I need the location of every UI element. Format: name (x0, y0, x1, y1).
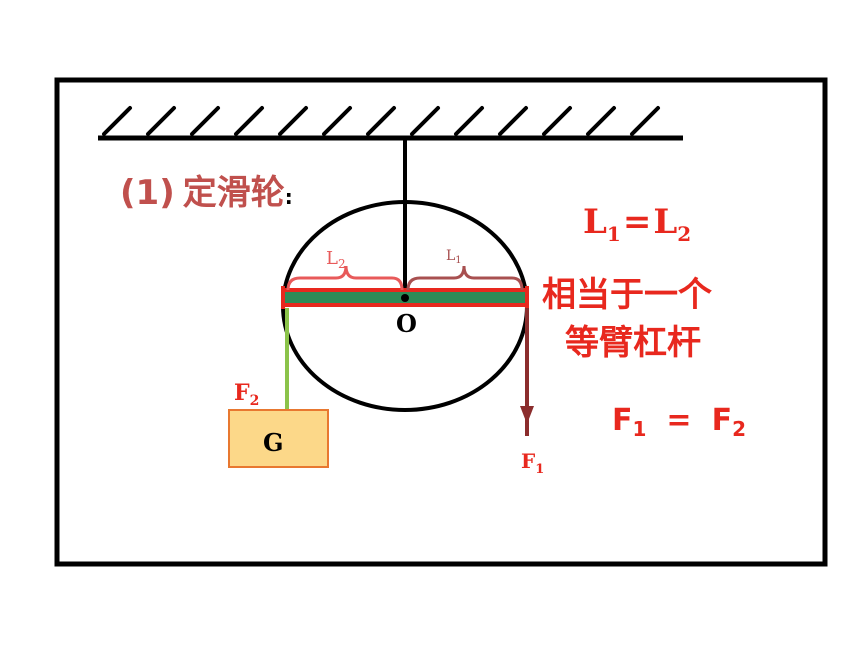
arm-left-brace (286, 265, 404, 291)
pivot-point (401, 294, 409, 302)
title: (1)定滑轮: (120, 173, 293, 213)
arms-equation: L1=L2 (583, 202, 691, 246)
frame-border (54, 77, 828, 567)
forces-equation: F1=F2 (612, 403, 746, 441)
pivot-label: O (396, 309, 417, 338)
force-right-arrowhead (520, 406, 534, 424)
force-right-label: F1 (521, 449, 544, 477)
title-main: 定滑轮 (183, 173, 285, 213)
conclusion-line2: 等臂杠杆 (565, 323, 701, 363)
weight-box (228, 409, 329, 468)
force-left-label: F2 (234, 380, 259, 409)
title-prefix: (1) (120, 173, 175, 213)
title-suffix: : (285, 185, 293, 209)
weight-label: G (263, 428, 284, 457)
arm-right-label: L1 (446, 248, 462, 266)
ceiling (98, 106, 683, 141)
arm-left-label: L2 (326, 248, 346, 271)
arm-right-brace (406, 265, 524, 291)
conclusion-line1: 相当于一个 (542, 275, 712, 315)
